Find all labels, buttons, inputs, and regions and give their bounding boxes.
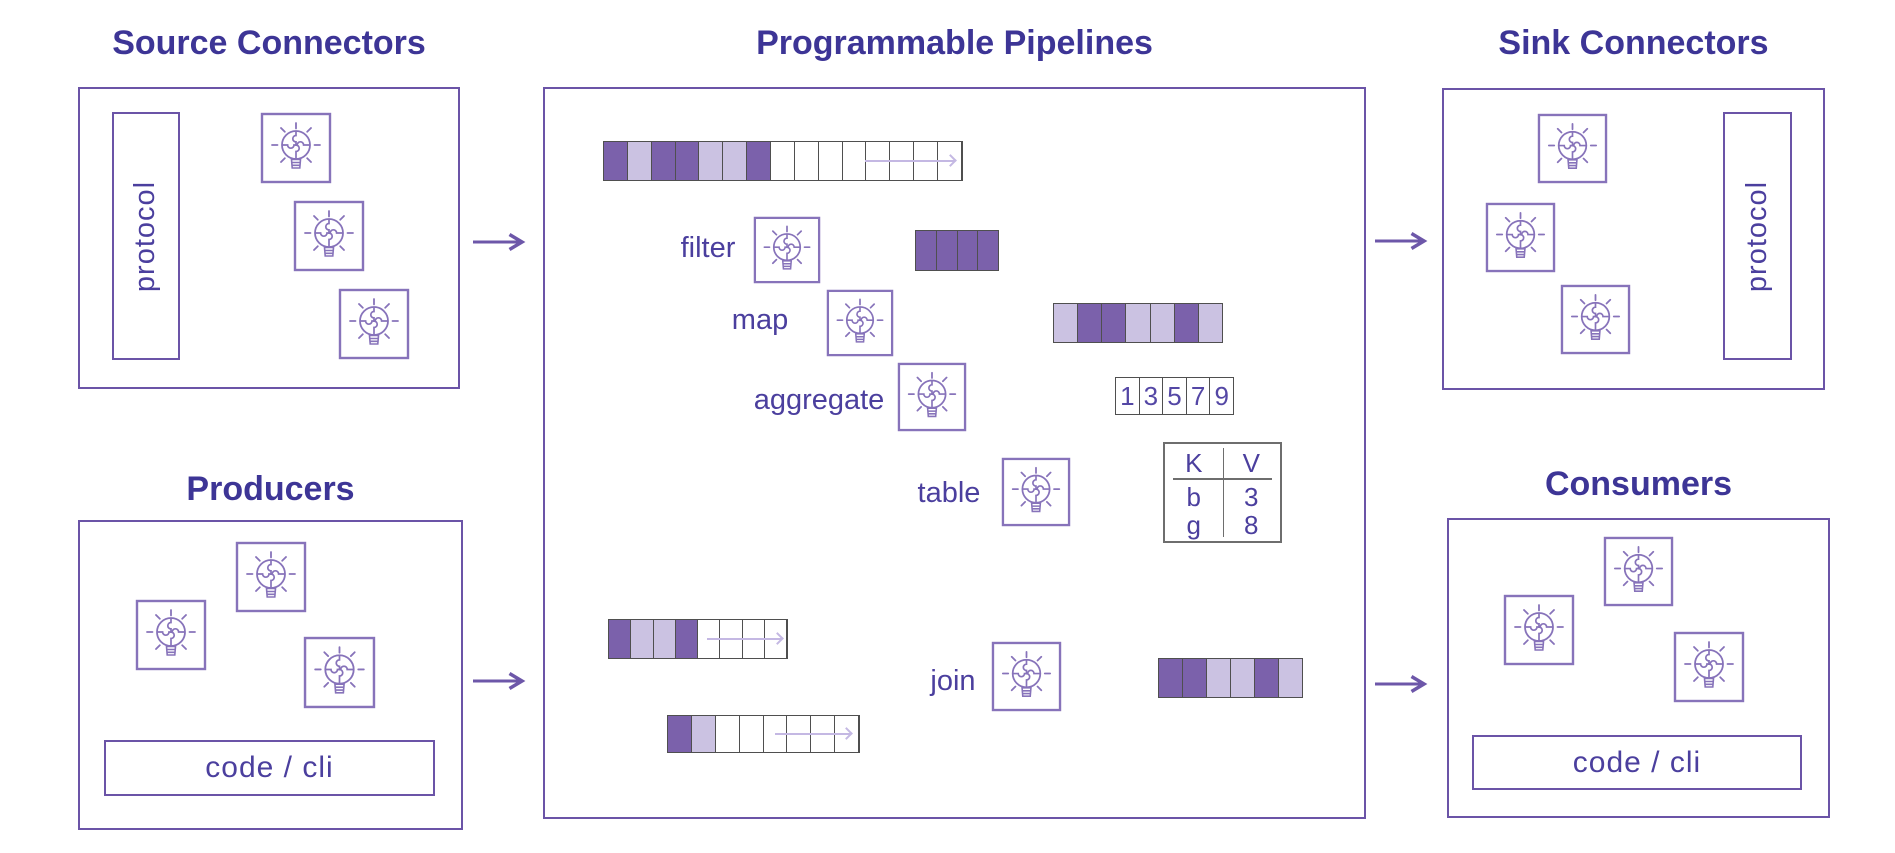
source-connector-icon bbox=[260, 112, 332, 184]
strip-cell bbox=[1207, 659, 1231, 697]
map-operator-icon bbox=[826, 289, 894, 357]
strip-cell bbox=[668, 716, 692, 752]
map-output-strip bbox=[1053, 303, 1223, 343]
strip-cell bbox=[916, 231, 937, 270]
kv-row-value: 8 bbox=[1244, 510, 1259, 540]
strip-cell bbox=[936, 231, 958, 270]
filter-output-strip bbox=[915, 230, 999, 271]
source-connectors-title: Source Connectors bbox=[112, 24, 426, 62]
join-input-strip-b bbox=[667, 715, 860, 753]
source-connector-icon bbox=[293, 200, 365, 272]
kv-row-key: g bbox=[1186, 510, 1201, 540]
kv-table-header-divider bbox=[1173, 478, 1272, 480]
strip-cell bbox=[631, 620, 654, 658]
strip-cell bbox=[978, 231, 998, 270]
strip-cell bbox=[842, 142, 867, 180]
producers-code-label: code / cli bbox=[205, 751, 334, 784]
join-output-strip bbox=[1158, 658, 1303, 698]
strip-cell bbox=[1279, 659, 1302, 697]
sink-connector-icon bbox=[1485, 202, 1556, 273]
strip-cell bbox=[1255, 659, 1279, 697]
strip-flow-arrow bbox=[706, 638, 782, 640]
strip-cell bbox=[1159, 659, 1183, 697]
consumers-title: Consumers bbox=[1544, 465, 1733, 503]
consumers-code-label: code / cli bbox=[1572, 745, 1702, 779]
filter-label: filter bbox=[680, 232, 736, 264]
consumer-icon bbox=[1673, 631, 1745, 703]
pipeline-input-strip bbox=[603, 141, 963, 181]
strip-cell: 9 bbox=[1210, 378, 1233, 414]
strip-flow-arrow bbox=[774, 733, 852, 735]
strip-cell bbox=[1102, 304, 1127, 342]
producer-icon bbox=[135, 599, 207, 671]
sink-connector-icon bbox=[1560, 284, 1631, 355]
sink-protocol-label: protocol bbox=[1741, 180, 1774, 292]
strip-cell bbox=[794, 142, 819, 180]
map-label: map bbox=[731, 304, 789, 336]
strip-cell bbox=[653, 620, 676, 658]
producer-icon bbox=[303, 636, 376, 709]
strip-cell bbox=[739, 716, 764, 752]
strip-cell bbox=[1054, 304, 1079, 342]
strip-cell bbox=[699, 142, 724, 180]
strip-cell bbox=[1231, 659, 1255, 697]
programmable-pipelines-title: Programmable Pipelines bbox=[756, 24, 1153, 62]
strip-cell bbox=[771, 142, 795, 180]
source-protocol-box: protocol bbox=[112, 112, 180, 360]
strip-cell bbox=[675, 620, 698, 658]
strip-cell: 1 bbox=[1116, 378, 1140, 414]
strip-cell bbox=[957, 231, 979, 270]
consumer-icon bbox=[1503, 594, 1575, 666]
sink-connector-icon bbox=[1537, 113, 1608, 184]
kv-table-vertical-divider bbox=[1222, 448, 1224, 537]
strip-cell: 5 bbox=[1163, 378, 1187, 414]
table-operator-icon bbox=[1001, 457, 1071, 527]
strip-cell: 3 bbox=[1139, 378, 1164, 414]
consumers-code-box: code / cli bbox=[1472, 735, 1802, 790]
aggregate-label: aggregate bbox=[753, 384, 885, 416]
producer-icon bbox=[235, 541, 307, 613]
strip-cell bbox=[1198, 304, 1222, 342]
kv-header-key: K bbox=[1185, 448, 1203, 478]
strip-cell bbox=[627, 142, 652, 180]
join-input-strip-a bbox=[608, 619, 788, 659]
consumer-icon bbox=[1603, 536, 1674, 607]
strip-cell bbox=[747, 142, 772, 180]
kv-table: K V b 3 g 8 bbox=[1163, 442, 1282, 543]
strip-cell bbox=[1150, 304, 1175, 342]
kv-header-value: V bbox=[1242, 448, 1260, 478]
join-label: join bbox=[930, 665, 976, 697]
strip-cell bbox=[1078, 304, 1103, 342]
sink-protocol-box: protocol bbox=[1723, 112, 1792, 360]
join-operator-icon bbox=[991, 641, 1062, 712]
strip-cell bbox=[1174, 304, 1199, 342]
strip-cell bbox=[1183, 659, 1207, 697]
kv-row-key: b bbox=[1186, 482, 1201, 512]
strip-cell bbox=[723, 142, 748, 180]
kv-row-value: 3 bbox=[1244, 482, 1259, 512]
strip-cell bbox=[609, 620, 632, 658]
aggregate-operator-icon bbox=[897, 362, 967, 432]
table-label: table bbox=[917, 477, 981, 509]
filter-operator-icon bbox=[753, 216, 821, 284]
source-protocol-label: protocol bbox=[129, 180, 162, 292]
source-connector-icon bbox=[338, 288, 410, 360]
strip-cell bbox=[691, 716, 716, 752]
strip-cell bbox=[818, 142, 843, 180]
strip-cell bbox=[651, 142, 676, 180]
producers-code-box: code / cli bbox=[104, 740, 435, 796]
strip-cell bbox=[604, 142, 628, 180]
strip-cell bbox=[715, 716, 740, 752]
strip-flow-arrow bbox=[865, 160, 955, 162]
strip-cell bbox=[675, 142, 700, 180]
producers-title: Producers bbox=[186, 470, 355, 508]
sink-connectors-title: Sink Connectors bbox=[1498, 24, 1769, 62]
strip-cell: 7 bbox=[1186, 378, 1211, 414]
strip-cell bbox=[1126, 304, 1151, 342]
